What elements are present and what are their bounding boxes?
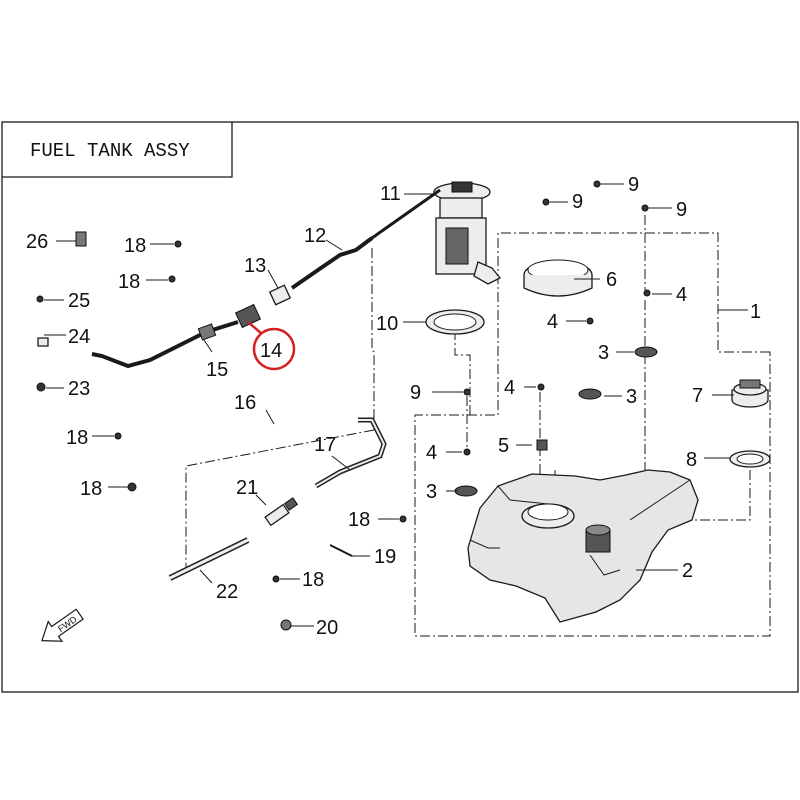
callout-18b: 18 bbox=[118, 271, 140, 293]
callout-3b: 3 bbox=[626, 386, 637, 408]
diagram-frame bbox=[1, 121, 799, 693]
forward-direction-marker: FWD bbox=[41, 608, 84, 642]
callout-3a: 3 bbox=[598, 342, 609, 364]
rubber-mount-group bbox=[454, 346, 658, 497]
callout-4b: 4 bbox=[547, 311, 558, 333]
fuel-tank-body bbox=[467, 469, 699, 623]
title-box bbox=[2, 122, 233, 178]
callout-18c: 18 bbox=[66, 427, 88, 449]
callout-26: 26 bbox=[26, 231, 48, 253]
tank-side-line bbox=[454, 330, 471, 415]
tank-group-frame bbox=[414, 232, 771, 637]
pump-link-line bbox=[371, 248, 375, 430]
callout-4d: 4 bbox=[426, 442, 437, 464]
callout-21: 21 bbox=[236, 477, 258, 499]
callout-25: 25 bbox=[68, 290, 90, 312]
callout-4a: 4 bbox=[676, 284, 687, 306]
callout-5: 5 bbox=[498, 435, 509, 457]
callout-11: 11 bbox=[380, 183, 401, 205]
callout-14: 14 bbox=[260, 340, 282, 362]
fuel-pump-module bbox=[371, 181, 502, 285]
callout-23: 23 bbox=[68, 378, 90, 400]
callout-12: 12 bbox=[304, 225, 326, 247]
callout-17: 17 bbox=[314, 434, 336, 456]
callout-22: 22 bbox=[216, 581, 238, 603]
callout-18a: 18 bbox=[124, 235, 146, 257]
cap-link-line bbox=[610, 470, 751, 521]
fuel-line-assembly bbox=[91, 236, 374, 369]
callout-24: 24 bbox=[68, 326, 90, 348]
check-valve bbox=[264, 497, 299, 527]
callout-1: 1 bbox=[750, 301, 761, 323]
callout-15: 15 bbox=[206, 359, 228, 381]
callout-9c: 9 bbox=[676, 199, 687, 221]
callout-7: 7 bbox=[692, 385, 703, 407]
callout-20: 20 bbox=[316, 617, 338, 639]
highlight-circle-14 bbox=[252, 327, 296, 371]
fastener-group bbox=[36, 180, 651, 631]
callout-6: 6 bbox=[606, 269, 617, 291]
callout-9a: 9 bbox=[572, 191, 583, 213]
callout-2: 2 bbox=[682, 560, 693, 582]
diagram-title: FUEL TANK ASSY bbox=[30, 140, 190, 162]
callout-3c: 3 bbox=[426, 481, 437, 503]
pump-lock-ring bbox=[523, 259, 593, 297]
hose-clip bbox=[329, 544, 353, 557]
callout-labels: 1 2 3 3 3 4 4 4 4 5 6 7 8 9 9 9 9 10 11 … bbox=[26, 174, 761, 639]
callout-16: 16 bbox=[234, 392, 256, 414]
callout-19: 19 bbox=[374, 546, 396, 568]
leader-lines bbox=[44, 183, 748, 627]
breather-group-frame bbox=[185, 429, 375, 570]
callout-4c: 4 bbox=[504, 377, 515, 399]
highlight-arrow-14 bbox=[247, 321, 263, 335]
callout-18f: 18 bbox=[302, 569, 324, 591]
filler-cap bbox=[731, 379, 769, 408]
callout-13: 13 bbox=[244, 255, 266, 277]
callout-8: 8 bbox=[686, 449, 697, 471]
callout-9d: 9 bbox=[410, 382, 421, 404]
callout-10: 10 bbox=[376, 313, 398, 335]
callout-9b: 9 bbox=[628, 174, 639, 196]
callout-18d: 18 bbox=[80, 478, 102, 500]
callout-18e: 18 bbox=[348, 509, 370, 531]
